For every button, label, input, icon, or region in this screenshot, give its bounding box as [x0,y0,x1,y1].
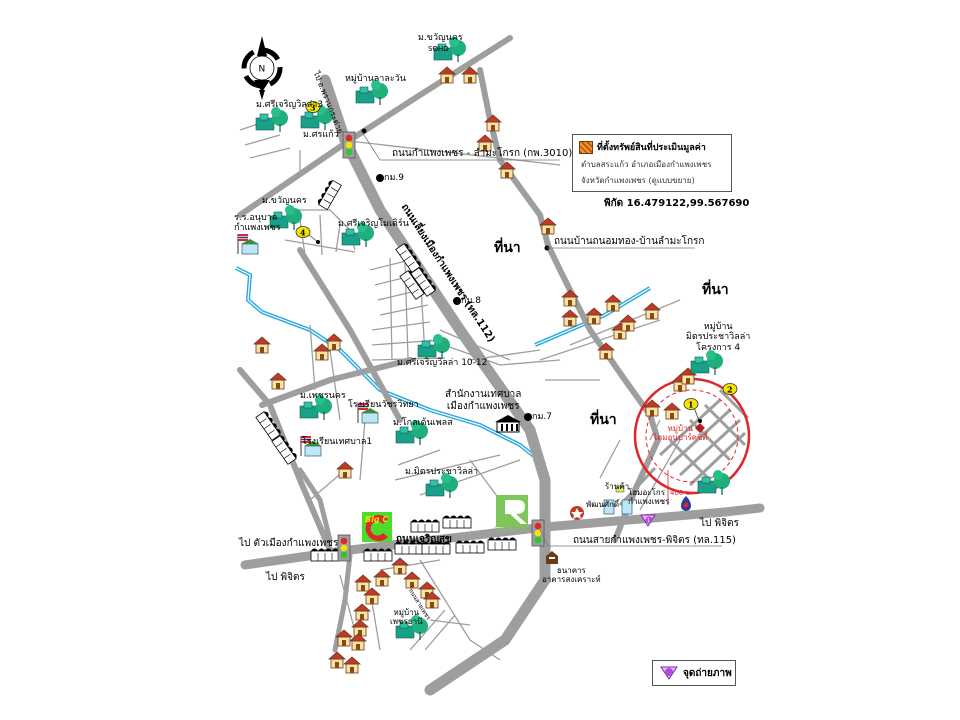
label-phetnakorn: ม.เพชรนคร [300,391,346,401]
label-srichareon3: ม.ศรีเจริญวิลล่า3 [256,100,324,110]
photo-point-label: จุดถ่ายภาพ [683,668,732,679]
photo-point-marker: 1 [640,514,656,527]
svg-text:ROBINSON: ROBINSON [494,525,529,533]
svg-text:1: 1 [688,400,694,410]
coordinates-label: พิกัด 16.479122,99.567690 [604,198,750,209]
label-local-road: ถนนบ้านถนอมทอง-บ้านลำมะโกรก [554,236,705,247]
label-kwannakorn: ม.ขวัญนคร [262,196,307,206]
label-shop: ร้านค้า [605,482,630,491]
legend-title: ที่ตั้งทรัพย์สินที่ประเมินมูลค่า [597,143,706,153]
label-srichareon-modern: ม.ศรีเจริญโมเดิร์น [338,219,409,229]
label-to-city: ไป ตัวเมืองกำแพงเพชร [239,538,339,549]
label-to-phichit-right: ไป พิจิตร [700,518,739,529]
svg-text:4: 4 [300,228,306,238]
label-distance: 400 ม. [670,489,693,497]
label-kwannakorn-soho: ม.ขวัญนคร [418,33,463,43]
road-3010 [347,35,513,143]
label-sornkaew: ม.ศรแก้ว [303,130,339,140]
road-hw112 [319,74,551,696]
subject-plot-icon [695,423,705,433]
label-phetthani: หมู่บ้านเพชรธานี [390,608,423,627]
svg-text:1: 1 [647,518,650,524]
label-road-3010: ถนนกำแพงเพชร - ลำมะโกรก (กพ.3010) [392,148,573,159]
label-field-1: ที่นา [494,240,521,256]
label-school-anuban: ร.ร.อนุบาลกำแพงเพชร [234,213,281,234]
label-subject-village: หมู่บ้านไดมอนปาร์คซิตี้ [653,424,708,443]
photo-point-legend: จุดถ่ายภาพ [652,660,736,686]
label-to-phichit-left: ไป พิจิตร [266,572,305,583]
label-bank: ธนาคารอาคารสงเคราะห์ [542,566,601,585]
bank-icon [546,551,558,564]
label-mitpracha4: หมู่บ้านมิตรประชาวิลล่าโครงการ 4 [686,322,751,353]
subject-property-swatch [579,141,593,154]
label-municipal: สำนักงานเทศบาลเมืองกำแพงเพชร [445,389,522,412]
label-golden-place: ม.โกลเด้นเพลส [393,418,453,428]
photo-point-icon [660,666,678,680]
label-watcharawittaya: โรงเรียนวัชรวิทยา [348,400,419,410]
shophouses [255,178,517,562]
label-km8: กม.8 [461,296,481,306]
numbered-markers: 1 2 3 4 [295,101,738,410]
municipal-office-icon [495,415,521,433]
legend-box: ที่ตั้งทรัพย์สินที่ประเมินมูลค่า ตำบลสระ… [572,134,732,192]
bigc-logo: Big C [362,512,392,542]
label-mitpracha: ม.มิตรประชาวิลล่า [405,467,479,477]
legend-line1: ตำบลสระแก้ว อำเภอเมืองกำแพงเพชร [581,160,712,169]
km-markers [361,128,550,421]
robinson-logo: ROBINSON [494,495,529,533]
legend-line2: จังหวัดกำแพงเพชร (ดูแบบขยาย) [581,176,695,185]
compass-icon: N [241,36,283,100]
poi-icons [570,485,691,520]
label-srichareon-1012: ม.ศรีเจริญวิลล่า 10-12 [397,358,488,368]
road-label-leaders [361,131,722,547]
svg-text:Big C: Big C [365,515,388,524]
label-home-pro: โฮมอะโกรกำแพงเพชร [628,488,670,507]
label-lalawan: หมู่บ้านลาละวัน [345,74,406,84]
label-tessaban1: โรงเรียนเทศบาล1 [302,437,373,447]
label-charoensuk: ถนนเจริญสุข [396,534,452,545]
svg-text:2: 2 [727,385,733,395]
svg-text:3: 3 [310,103,316,113]
label-field-3: ที่นา [590,412,617,428]
label-field-2: ที่นา [702,282,729,298]
label-road-hw115: ถนนสายกำแพงเพชร-พิจิตร (ทล.115) [573,535,736,546]
svg-text:N: N [259,65,266,75]
label-km7: กม.7 [532,412,552,422]
label-soho: SOHO [428,45,449,53]
label-phatthanasak: พัฒนศักดิ์ [586,500,620,509]
label-km9: กม.9 [384,173,404,183]
